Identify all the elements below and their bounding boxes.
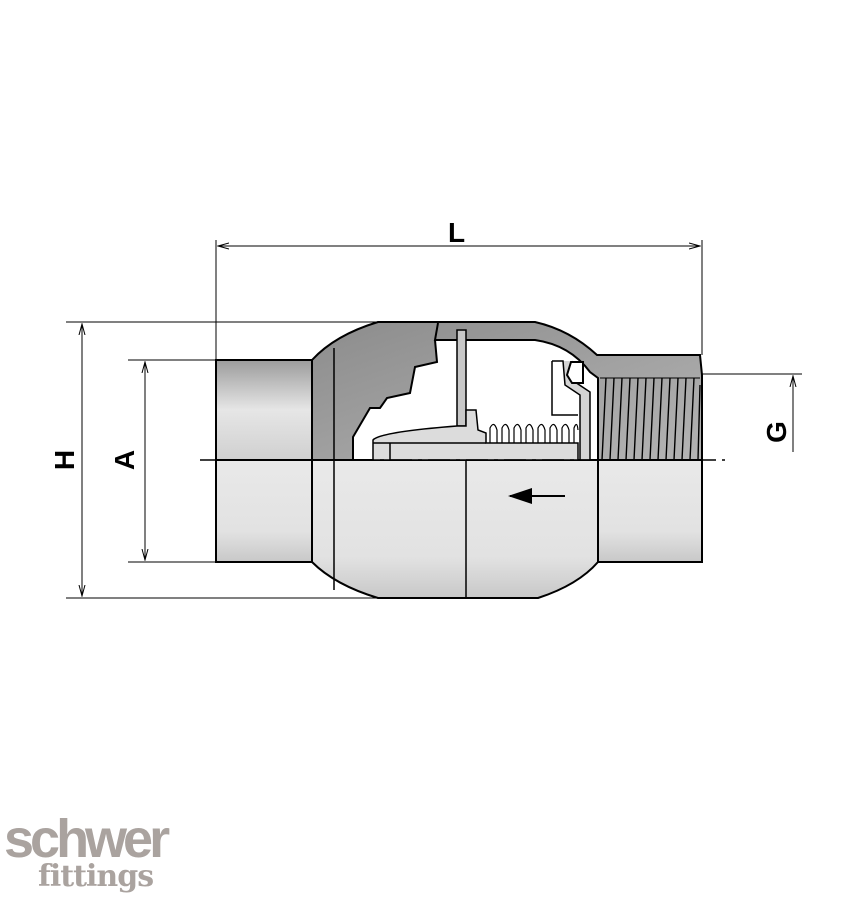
dimension-lines bbox=[66, 240, 802, 599]
valve-body-lower bbox=[215, 459, 703, 599]
valve-body-upper bbox=[215, 321, 703, 461]
logo-line1: schwer bbox=[4, 809, 170, 869]
dimension-label-a: A bbox=[109, 450, 140, 470]
spring bbox=[489, 423, 579, 443]
dimension-label-h: H bbox=[49, 450, 80, 470]
dimension-label-g: G bbox=[761, 421, 792, 443]
logo-line2: fittings bbox=[38, 859, 154, 894]
thread bbox=[600, 377, 701, 461]
dimension-label-l: L bbox=[448, 217, 465, 248]
schwer-fittings-logo: schwer fittings bbox=[4, 809, 170, 894]
